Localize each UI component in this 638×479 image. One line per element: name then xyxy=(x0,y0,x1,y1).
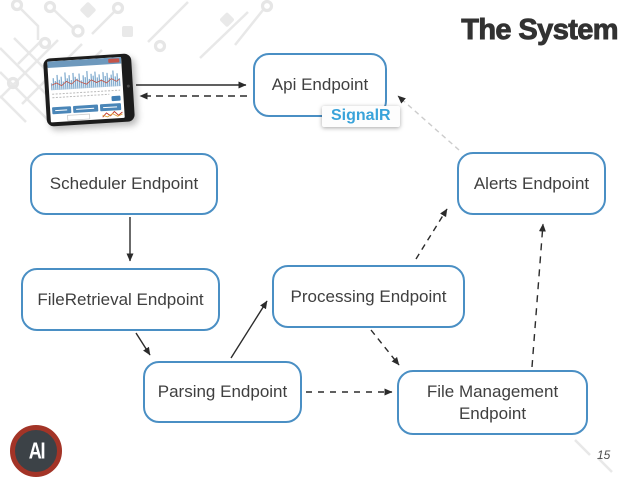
ai-logo-text: AI xyxy=(28,437,45,464)
ai-logo: AI xyxy=(10,425,62,477)
node-alerts-endpoint: Alerts Endpoint xyxy=(457,152,606,215)
node-label: Processing Endpoint xyxy=(290,286,447,306)
node-label: FileRetrieval Endpoint xyxy=(37,289,204,309)
node-parsing-endpoint: Parsing Endpoint xyxy=(143,361,302,423)
node-label: File Management Endpoint xyxy=(426,382,559,423)
slide-title: The System xyxy=(461,14,619,47)
node-label: Parsing Endpoint xyxy=(157,382,288,402)
arrow-processing-to-filemanagement xyxy=(370,329,400,366)
node-scheduler-endpoint: Scheduler Endpoint xyxy=(30,153,218,215)
node-label: Api Endpoint xyxy=(271,75,369,95)
arrow-processing-to-alerts xyxy=(415,208,448,260)
signalr-badge: SignalR xyxy=(322,106,400,127)
dashboard-tablet-illustration xyxy=(43,53,135,127)
node-label: Scheduler Endpoint xyxy=(49,174,199,194)
node-label: Alerts Endpoint xyxy=(473,173,590,193)
dashboard-chart-graphic xyxy=(47,56,123,121)
node-fileretrieval-endpoint: FileRetrieval Endpoint xyxy=(21,268,220,331)
arrow-alerts-to-api xyxy=(397,95,460,151)
page-number: 15 xyxy=(597,448,611,462)
arrow-fileretrieval-to-parsing xyxy=(135,332,151,356)
node-processing-endpoint: Processing Endpoint xyxy=(272,265,465,328)
node-filemanagement-endpoint: File Management Endpoint xyxy=(397,370,588,435)
tablet-camera-dot xyxy=(126,84,130,88)
node-api-endpoint: Api Endpoint xyxy=(253,53,387,117)
tablet-screen xyxy=(47,56,125,123)
arrow-parsing-to-processing xyxy=(230,300,268,359)
arrow-filemanagement-to-alerts xyxy=(531,223,546,368)
